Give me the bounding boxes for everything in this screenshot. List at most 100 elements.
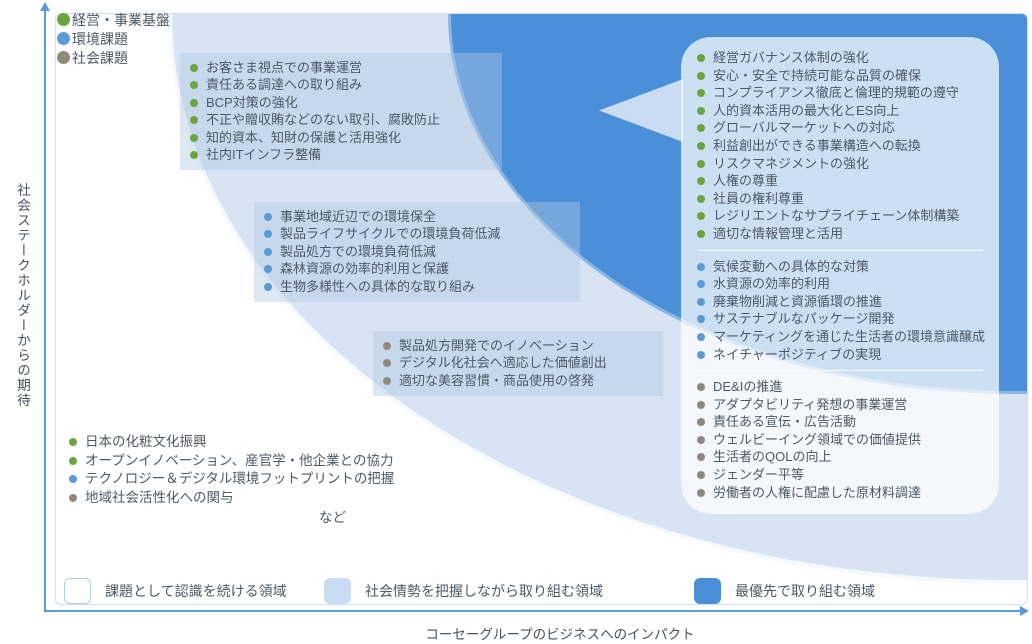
area-legend-label: 社会情勢を把握しながら取り組む領域	[365, 583, 603, 599]
area-legend-item-monitor: 社会情勢を把握しながら取り組む領域	[324, 578, 603, 604]
list-item-label: 日本の化粧文化振興	[85, 434, 207, 449]
bullet-icon	[697, 280, 705, 289]
list-item: リスクマネジメントの強化	[697, 155, 985, 173]
list-item-label: グローバルマーケットへの対応	[713, 120, 895, 136]
list-item-label: マーケティングを通じた生活者の環境意識醸成	[713, 328, 985, 344]
category-legend: 経営・事業基盤 環境課題 社会課題	[57, 10, 170, 67]
x-axis-arrow-icon	[1020, 606, 1029, 616]
bullet-icon	[383, 376, 391, 385]
dark-blue-region-swatch-icon	[694, 578, 721, 604]
section-divider	[699, 249, 983, 251]
bullet-icon	[697, 229, 705, 238]
bullet-icon	[264, 247, 272, 256]
list-item-label: 製品処方開発でのイノベーション	[399, 338, 594, 353]
note-environment: 事業地域近辺での環境保全 製品ライフサイクルでの環境負荷低減 製品処方での環境負…	[254, 202, 580, 303]
priority-environment-section: 気候変動への具体的な対策 水資源の効率的利用 廃棄物削減と資源循環の推進 サステ…	[697, 258, 985, 364]
bullet-icon	[697, 194, 705, 203]
list-item-label: 森林資源の効率的利用と保護	[280, 261, 450, 277]
bullet-icon	[697, 435, 705, 444]
list-item: 生物多様性への具体的な取り組み	[264, 278, 570, 295]
priority-management-section: 経営ガバナンス体制の強化 安心・安全で持続可能な品質の確保 コンプライアンス徹底…	[697, 49, 985, 243]
list-item: 日本の化粧文化振興	[69, 433, 394, 452]
list-item-label: DE&Iの推進	[713, 379, 783, 395]
y-axis-line	[44, 9, 46, 612]
list-item: サステナブルなパッケージ開発	[697, 310, 985, 328]
list-item-label: 人権の尊重	[713, 173, 779, 189]
list-item: 水資源の効率的利用	[697, 275, 985, 293]
list-item: 製品処方開発でのイノベーション	[383, 337, 653, 354]
white-region-swatch-icon	[64, 578, 91, 604]
x-axis-label: コーセーグループのビジネスへのインパクト	[425, 627, 695, 642]
bullet-icon	[190, 64, 198, 72]
category-label: 環境課題	[72, 30, 128, 47]
section-divider	[699, 370, 983, 372]
list-item-label: デジタル化社会へ適応した価値創出	[399, 355, 607, 371]
list-item-label: 廃棄物削減と資源循環の推進	[713, 293, 883, 309]
area-legend-item-top-priority: 最優先で取り組む領域	[694, 578, 875, 604]
priority-callout: 経営ガバナンス体制の強化 安心・安全で持続可能な品質の確保 コンプライアンス徹底…	[681, 37, 999, 515]
list-item: 人的資本活用の最大化とES向上	[697, 102, 985, 120]
bullet-icon	[697, 315, 705, 324]
area-legend-label: 最優先で取り組む領域	[735, 583, 875, 599]
list-item: 適切な美容習慣・商品使用の啓発	[383, 372, 653, 389]
list-item: 社員の権利尊重	[697, 190, 985, 208]
list-item: 廃棄物削減と資源循環の推進	[697, 293, 985, 311]
bullet-icon	[697, 350, 705, 359]
list-item: 社内ITインフラ整備	[190, 146, 492, 163]
list-item: 責任ある宣伝・広告活動	[697, 413, 985, 431]
note-innovation: 製品処方開発でのイノベーション デジタル化社会へ適応した価値創出 適切な美容習慣…	[373, 331, 663, 397]
bullet-icon	[190, 116, 198, 125]
light-blue-region-swatch-icon	[324, 578, 351, 604]
category-label: 社会課題	[72, 49, 128, 66]
bullet-icon	[697, 488, 705, 497]
y-axis-arrow-icon	[40, 2, 50, 11]
list-item: 経営ガバナンス体制の強化	[697, 49, 985, 67]
list-item-label: ジェンダー平等	[713, 467, 805, 483]
x-axis-line	[44, 610, 1022, 612]
list-item-label: 利益創出ができる事業構造への転換	[713, 137, 921, 153]
list-item-label: リスクマネジメントの強化	[713, 155, 870, 171]
list-item: 不正や贈収賄などのない取引、腐敗防止	[190, 111, 492, 128]
bullet-icon	[69, 493, 77, 502]
bullet-icon	[697, 297, 705, 306]
list-item: マーケティングを通じた生活者の環境意識醸成	[697, 328, 985, 346]
list-item-label: 責任ある宣伝・広告活動	[713, 414, 857, 430]
list-item-label: 事業地域近辺での環境保全	[280, 209, 437, 224]
bullet-icon	[190, 151, 198, 160]
list-item: ネイチャーポジティブの実現	[697, 346, 985, 364]
list-item-label: 安心・安全で持続可能な品質の確保	[713, 67, 922, 83]
list-item: 安心・安全で持続可能な品質の確保	[697, 67, 985, 85]
green-dot-icon	[57, 13, 70, 26]
bullet-icon	[697, 177, 705, 186]
list-item-label: 適切な美容習慣・商品使用の啓発	[399, 372, 595, 388]
bullet-icon	[697, 159, 705, 168]
note-management-foundation: お客さま視点での事業運営 責任ある調達への取り組み BCP対策の強化 不正や贈収…	[180, 53, 502, 171]
list-item-label: 水資源の効率的利用	[713, 276, 831, 292]
list-item-label: 労働者の人権に配慮した原材料調達	[713, 484, 922, 500]
area-legend: 課題として認識を続ける領域 社会情勢を把握しながら取り組む領域 最優先で取り組む…	[56, 578, 1027, 604]
bullet-icon	[697, 212, 705, 221]
matrix-plot-area: お客さま視点での事業運営 責任ある調達への取り組み BCP対策の強化 不正や贈収…	[55, 13, 1028, 605]
bullet-icon	[697, 262, 705, 271]
y-axis-label: 社会ステークホルダーからの期待	[15, 183, 30, 408]
category-item-management: 経営・事業基盤	[57, 10, 170, 29]
list-item-label: コンプライアンス徹底と倫理的規範の遵守	[713, 85, 959, 101]
bullet-icon	[69, 475, 77, 483]
list-item: DE&Iの推進	[697, 378, 985, 396]
bullet-icon	[697, 453, 705, 462]
list-item-label: 生物多様性への具体的な取り組み	[280, 278, 476, 294]
list-item-label: 製品処方での環境負荷低減	[280, 243, 437, 259]
list-item: 製品ライフサイクルでの環境負荷低減	[264, 225, 570, 242]
list-item: BCP対策の強化	[190, 94, 492, 111]
category-item-environment: 環境課題	[57, 29, 170, 48]
list-item: 利益創出ができる事業構造への転換	[697, 137, 985, 155]
list-item: 森林資源の効率的利用と保護	[264, 260, 570, 277]
list-item: ジェンダー平等	[697, 466, 985, 484]
list-item-label: 適切な情報管理と活用	[713, 225, 844, 241]
list-item-label: アダプタビリティ発想の事業運営	[713, 396, 908, 412]
bullet-icon	[697, 89, 705, 98]
list-item: ウェルビーイング領域での価値提供	[697, 431, 985, 449]
bullet-icon	[264, 213, 272, 221]
bullet-icon	[190, 98, 198, 107]
